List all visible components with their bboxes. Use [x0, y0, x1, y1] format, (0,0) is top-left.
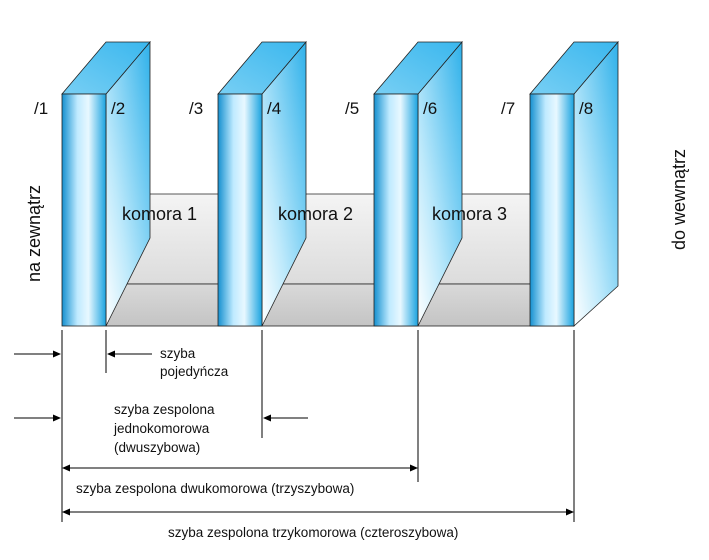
surface-label-6: /6 — [423, 99, 437, 118]
dimension-single-pane — [14, 350, 152, 358]
glass-pane-4 — [529, 40, 619, 327]
dimension-double-glazing — [14, 414, 308, 422]
surface-label-5: /5 — [345, 99, 359, 118]
dimension-double-label-line2: jednokomorowa — [113, 421, 210, 436]
surface-label-4: /4 — [267, 99, 281, 118]
dimension-single-label-line1: szyba — [160, 346, 196, 361]
dimension-single-label-line2: pojedyńcza — [160, 364, 229, 379]
inside-label: do wewnątrz — [669, 149, 689, 250]
glass-pane-1 — [61, 40, 151, 327]
chamber-label-2: komora 2 — [278, 204, 353, 224]
surface-label-8: /8 — [579, 99, 593, 118]
glass-pane-2 — [217, 40, 307, 327]
dimension-quad-label: szyba zespolona trzykomorowa (czteroszyb… — [168, 525, 458, 540]
dimension-quad-glazing — [62, 508, 574, 516]
surface-label-2: /2 — [111, 99, 125, 118]
chamber-label-1: komora 1 — [122, 204, 197, 224]
dimension-triple-glazing — [62, 464, 418, 472]
dimension-double-label-line1: szyba zespolona — [114, 402, 215, 417]
chamber-label-3: komora 3 — [432, 204, 507, 224]
glass-pane-3 — [373, 40, 463, 327]
surface-label-3: /3 — [189, 99, 203, 118]
outside-label: na zewnątrz — [24, 185, 44, 282]
extension-lines — [61, 330, 575, 522]
surface-label-7: /7 — [501, 99, 515, 118]
dimension-triple-label: szyba zespolona dwukomorowa (trzyszybowa… — [76, 481, 354, 496]
dimension-double-label-line3: (dwuszybowa) — [114, 440, 200, 455]
surface-label-1: /1 — [34, 99, 48, 118]
